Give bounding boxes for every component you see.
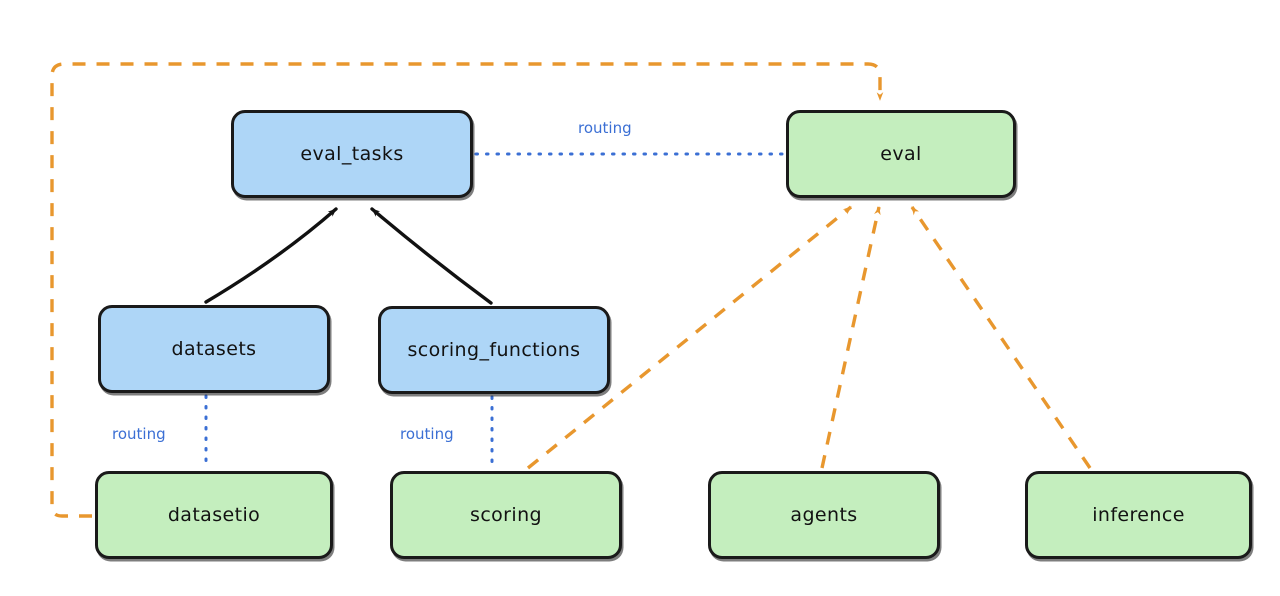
node-scoring-functions[interactable]: scoring_functions	[378, 306, 610, 394]
node-agents[interactable]: agents	[708, 471, 940, 559]
node-label: scoring_functions	[407, 339, 581, 361]
edge-label-routing-scoring: routing	[400, 425, 454, 443]
node-inference[interactable]: inference	[1025, 471, 1252, 559]
edge-label-routing-datasetio: routing	[112, 425, 166, 443]
node-label: datasets	[171, 338, 257, 360]
node-label: eval_tasks	[300, 143, 404, 165]
edge-scoring_functions-eval_tasks	[370, 207, 493, 305]
node-datasetio[interactable]: datasetio	[95, 471, 333, 559]
node-label: inference	[1092, 504, 1185, 526]
node-label: datasetio	[167, 504, 261, 526]
edge-datasets-eval_tasks	[204, 207, 338, 304]
node-eval[interactable]: eval	[786, 110, 1016, 198]
edge-agents-eval	[820, 206, 881, 469]
node-label: scoring	[470, 504, 542, 526]
node-scoring[interactable]: scoring	[390, 471, 622, 559]
node-label: agents	[790, 504, 858, 526]
node-datasets[interactable]: datasets	[98, 305, 330, 393]
node-eval-tasks[interactable]: eval_tasks	[231, 110, 473, 198]
edge-inference-eval	[910, 206, 1092, 469]
node-label: eval	[880, 143, 922, 165]
edge-label-routing-eval: routing	[578, 119, 632, 137]
